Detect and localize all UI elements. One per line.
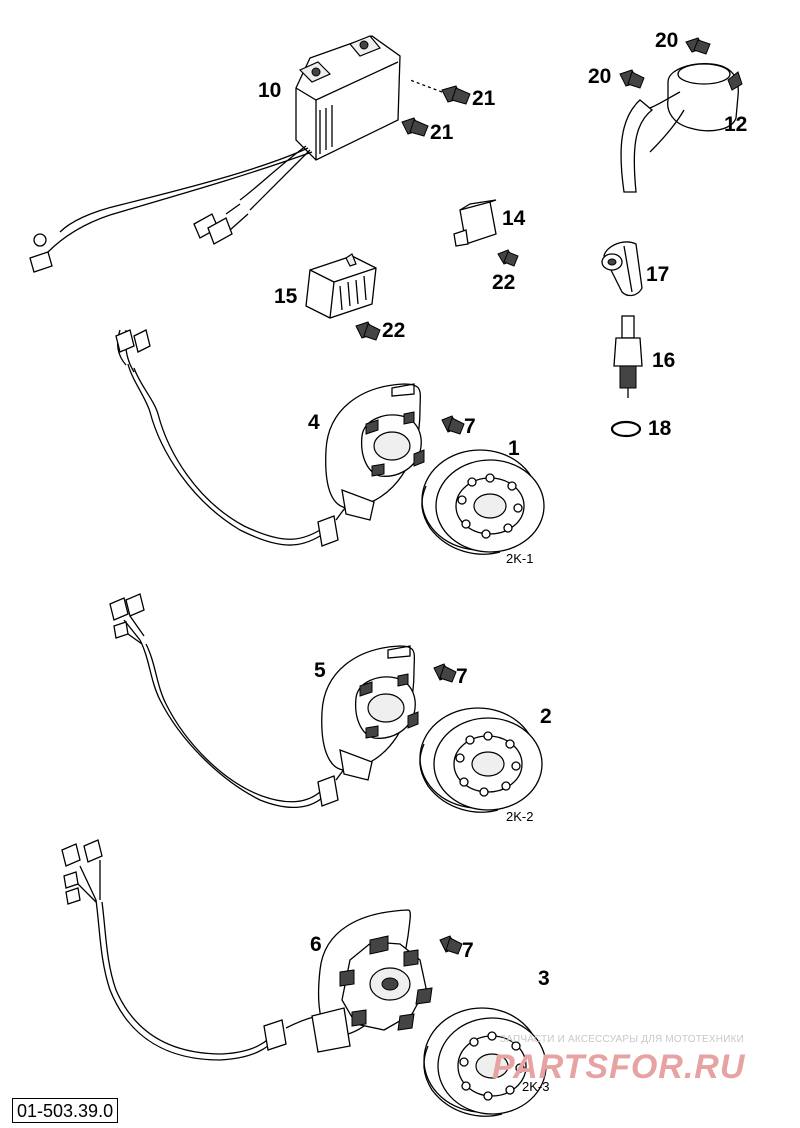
- part-label-1: 1: [508, 437, 520, 460]
- rotor-2-drawing: [419, 707, 543, 813]
- part-label-15: 15: [274, 285, 298, 308]
- part-label-17: 17: [646, 263, 670, 286]
- part-label-7: 7: [462, 939, 474, 962]
- rotor-1-drawing: [421, 449, 545, 555]
- part-label-18: 18: [648, 417, 672, 440]
- regulator-drawing: [305, 253, 377, 319]
- part-label-16: 16: [652, 349, 676, 372]
- part-label-14: 14: [502, 207, 526, 230]
- part-label-10: 10: [258, 79, 282, 102]
- ignition-coil-drawing: [620, 63, 743, 193]
- document-id: 01-503.39.0: [12, 1098, 119, 1123]
- part-label-20: 20: [655, 29, 679, 52]
- stator-5-drawing: [109, 593, 419, 809]
- part-label-21: 21: [472, 87, 496, 110]
- part-label-21: 21: [430, 121, 454, 144]
- kit-label-2k-2: 2K-2: [506, 809, 534, 824]
- part-label-6: 6: [310, 933, 322, 956]
- spark-plug-drawing: [613, 315, 643, 398]
- bolt-21-drawing: [409, 79, 471, 105]
- part-label-3: 3: [538, 967, 550, 990]
- bolt-7-drawing: [439, 935, 463, 955]
- rotor-3-drawing: [423, 1007, 547, 1117]
- cdi-unit-drawing: [29, 35, 401, 273]
- stator-4-drawing: [115, 329, 425, 547]
- kit-label-2k-3: 2K-3: [522, 1079, 550, 1094]
- bolt-20-drawing: [619, 69, 645, 89]
- bolt-22-drawing: [497, 249, 519, 267]
- part-label-22: 22: [492, 271, 516, 294]
- part-label-12: 12: [724, 113, 748, 136]
- part-label-20: 20: [588, 65, 612, 88]
- part-label-2: 2: [540, 705, 552, 728]
- watermark-tagline: ЗАПЧАСТИ И АКСЕССУАРЫ ДЛЯ МОТОТЕХНИКИ: [500, 1034, 745, 1045]
- bolt-21-drawing: [401, 117, 429, 137]
- stator-6-drawing: [61, 839, 433, 1061]
- kit-label-2k-1: 2K-1: [506, 551, 534, 566]
- bolt-20-drawing: [685, 37, 711, 55]
- spark-plug-cap-drawing: [601, 241, 643, 297]
- part-label-4: 4: [308, 411, 320, 434]
- part-label-7: 7: [456, 665, 468, 688]
- bolt-22-drawing: [355, 321, 381, 341]
- bolt-7-drawing: [441, 415, 465, 435]
- watermark-logo: PARTSFOR.RU: [492, 1048, 746, 1086]
- relay-drawing: [453, 199, 497, 247]
- bolt-7-drawing: [433, 663, 457, 683]
- part-label-7: 7: [464, 415, 476, 438]
- part-label-22: 22: [382, 319, 406, 342]
- part-label-5: 5: [314, 659, 326, 682]
- sealing-ring-drawing: [610, 420, 642, 438]
